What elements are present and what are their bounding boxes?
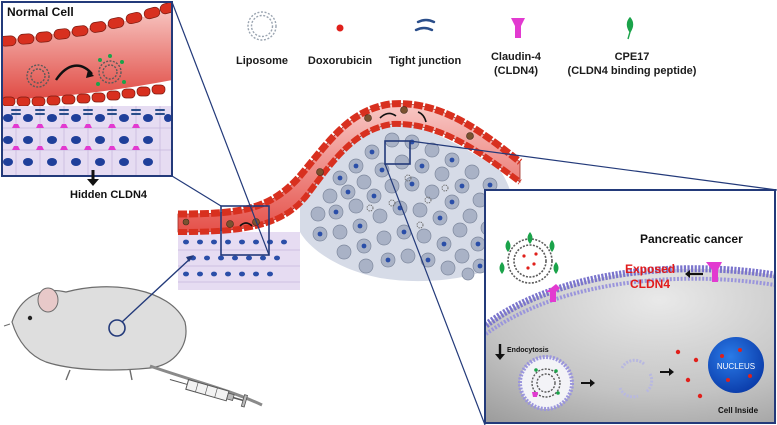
zoom-box-tumor — [384, 140, 411, 165]
legend-claudin-label-2: (CLDN4) — [494, 65, 538, 77]
zoom-connectors — [171, 1, 777, 425]
vessel-arrow-3 — [417, 111, 427, 123]
claudin-exposed — [706, 262, 722, 282]
liposome-icon — [247, 11, 277, 41]
doxorubicin-icon — [336, 24, 344, 32]
targeted-liposome — [499, 232, 559, 284]
pancreatic-cancer-panel: NUCLEUS — [484, 189, 776, 424]
mouse-illustration — [3, 255, 263, 408]
legend-cpe17-label-1: CPE17 — [615, 51, 650, 63]
legend-doxorubicin-label: Doxorubicin — [308, 55, 372, 67]
vessel-arrow-2 — [379, 112, 397, 119]
cell-inside-label: Cell Inside — [718, 406, 759, 415]
cpe17-icon — [626, 16, 634, 40]
endocytosis-label: Endocytosis — [507, 347, 549, 354]
legend-tight-junction: Tight junction — [389, 18, 462, 67]
normal-tissue — [178, 232, 300, 290]
injection-site-marker — [108, 319, 126, 337]
normal-cell-title: Normal Cell — [7, 5, 74, 19]
pancreatic-cancer-title: Pancreatic cancer — [640, 232, 743, 246]
legend-cpe17-label-2: (CLDN4 binding peptide) — [568, 65, 697, 77]
legend-claudin: Claudin-4 (CLDN4) — [491, 18, 542, 77]
syringe-icon — [169, 378, 248, 408]
claudin-icon — [511, 18, 525, 38]
exposed-cldn4-label-1: Exposed — [625, 262, 675, 276]
hidden-cldn4-label: Hidden CLDN4 — [70, 189, 148, 201]
normal-panel-arrow — [55, 64, 93, 81]
nucleus — [708, 337, 764, 393]
normal-cell-panel: Normal Cell — [1, 1, 173, 177]
normal-panel-liposomes — [26, 54, 126, 88]
legend-cpe17: CPE17 (CLDN4 binding peptide) — [568, 16, 697, 77]
tight-junction-icon — [414, 18, 436, 32]
nucleus-label: NUCLEUS — [717, 362, 755, 371]
legend: Liposome Doxorubicin Tight junction Clau… — [236, 11, 697, 77]
legend-liposome: Liposome — [236, 11, 288, 67]
main-tissue — [177, 100, 523, 290]
exposed-cldn4-label-2: CLDN4 — [630, 277, 670, 291]
zoom-box-normal — [220, 205, 270, 256]
liposome-fragments — [618, 358, 654, 399]
released-doxorubicin — [675, 349, 703, 399]
legend-claudin-label-1: Claudin-4 — [491, 51, 542, 63]
legend-doxorubicin: Doxorubicin — [308, 24, 372, 67]
hidden-cldn4: Hidden CLDN4 — [70, 170, 148, 201]
blood-vessel — [177, 100, 523, 235]
legend-tight-junction-label: Tight junction — [389, 55, 462, 67]
endosome — [518, 355, 574, 411]
claudin-bound — [546, 284, 560, 302]
legend-liposome-label: Liposome — [236, 55, 288, 67]
vessel-arrow-1 — [239, 222, 253, 227]
